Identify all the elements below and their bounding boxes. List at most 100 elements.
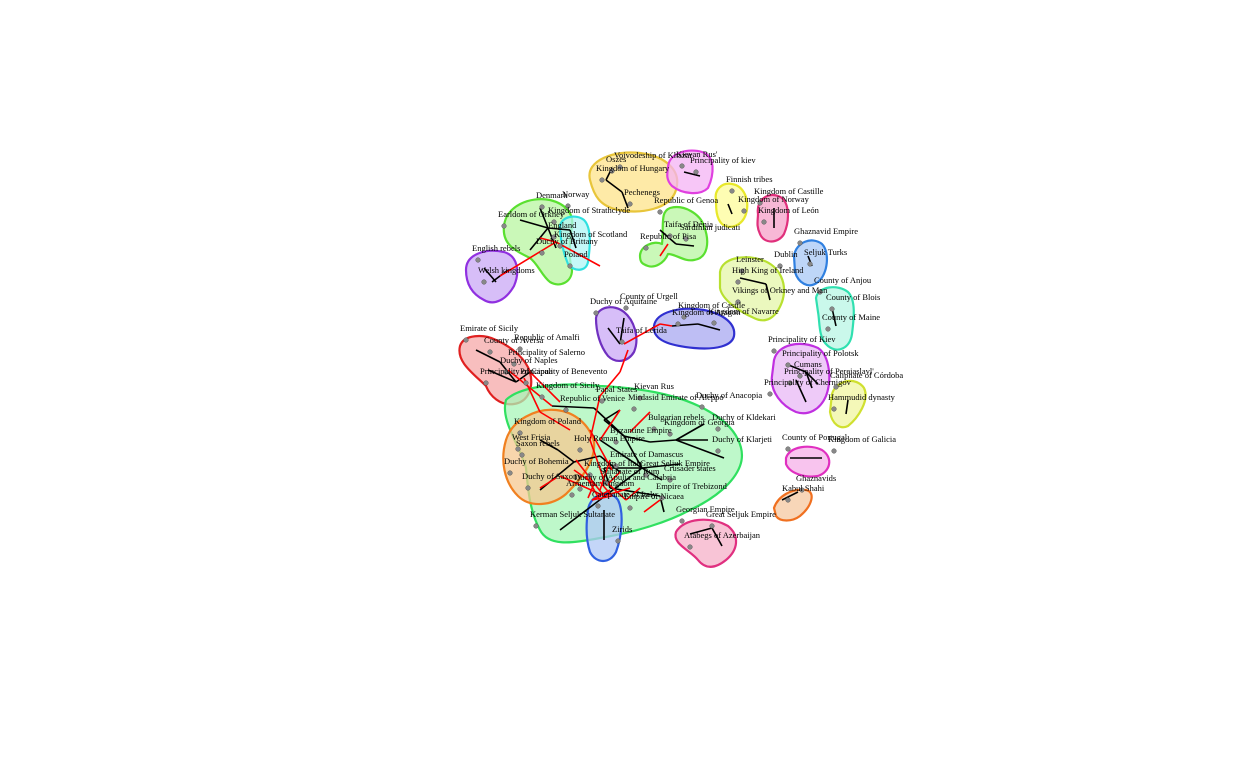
- node-county-of-urgell: [623, 305, 629, 311]
- node-label-dublin: Dublin: [774, 249, 798, 259]
- node-county-of-blois: [829, 306, 835, 312]
- node-kingdom-of-scotland: [557, 243, 563, 249]
- node-earldom-of-orkney: [501, 223, 507, 229]
- inter-cluster-edge-27: [599, 459, 611, 491]
- inter-cluster-edge-22: [591, 495, 613, 501]
- node-label-kingdom-of-hungary: Kingdom of Hungary: [596, 163, 670, 173]
- node-label-atabegs-of-azerbaijan: Atabegs of Azerbaijan: [684, 530, 761, 540]
- intra-cluster-edge-27: [487, 369, 517, 383]
- intra-cluster-edge-50: [603, 409, 621, 421]
- node-label-kabul-shahi: Kabul Shahi: [782, 483, 825, 493]
- node-duchy-of-kldekari: [715, 426, 721, 432]
- inter-cluster-edge-6: [623, 323, 661, 345]
- node-label-duchy-of-anacopia: Duchy of Anacopia: [696, 390, 762, 400]
- hull-cluster-genoa: [638, 206, 709, 268]
- inter-cluster-edge-32: [643, 499, 661, 513]
- node-label-ghaznavid-empire: Ghaznavid Empire: [794, 226, 858, 236]
- node-duchy-of-klarjeti: [715, 448, 721, 454]
- intra-cluster-edge-18: [765, 283, 771, 301]
- hull-cluster-ghaznavids: [772, 488, 813, 522]
- node-duchy-of-brittany: [539, 250, 545, 256]
- node-label-welsh-kingdoms: Welsh kingdoms: [478, 265, 535, 275]
- node-label-west-frisia: West Frisia: [512, 432, 550, 442]
- node-principality-of-chernigov: [767, 391, 773, 397]
- intra-cluster-edge-32: [805, 371, 813, 389]
- node-label-principality-of-kiev: Principality of Kiev: [768, 334, 836, 344]
- inter-cluster-edge-16: [589, 439, 605, 481]
- intra-cluster-edge-49: [603, 419, 625, 437]
- intra-cluster-edge-16: [675, 243, 695, 247]
- node-taifa-of-denia: [667, 233, 673, 239]
- node-atabegs-of-azerbaijan: [687, 544, 693, 550]
- node-label-duchy-of-naples: Duchy of Naples: [500, 355, 558, 365]
- node-county-of-portugal: [785, 446, 791, 452]
- node-duchy-of-saxony: [525, 485, 531, 491]
- node-zirids: [615, 538, 621, 544]
- node-label-seljuk-turks: Seljuk Turks: [804, 247, 847, 257]
- node-label-england: England: [548, 220, 577, 230]
- node-label-county-of-blois: County of Blois: [826, 292, 880, 302]
- node-label-bulgarian-rebels: Bulgarian rebels: [648, 412, 704, 422]
- node-republic-of-venice: [563, 407, 569, 413]
- intra-cluster-edge-22: [619, 317, 625, 345]
- hull-cluster-rus: [770, 342, 831, 415]
- node-label-holy-roman-empire: Holy Roman Empire: [574, 433, 645, 443]
- inter-cluster-edge-23: [591, 489, 611, 501]
- node-republic-of-pisa: [643, 245, 649, 251]
- hull-cluster-azerbaijan: [674, 518, 738, 568]
- node-georgian-empire: [679, 518, 685, 524]
- node-finnish-tribes: [729, 188, 735, 194]
- hull-cluster-portugal: [784, 445, 831, 478]
- intra-cluster-edge-2: [621, 191, 629, 209]
- node-kerman-seljuk-sultanate: [533, 523, 539, 529]
- node-ghaznavid-empire: [797, 240, 803, 246]
- node-label-mirdasid-emirate-of-aleppo: Mirdasid Emirate of Aleppo: [628, 392, 724, 402]
- node-hammudid-dynasty: [831, 406, 837, 412]
- intra-cluster-edge-41: [623, 435, 643, 469]
- node-label-caliphate-of-cordoba: Caliphate of Córdoba: [830, 370, 903, 380]
- inter-cluster-edge-19: [559, 475, 601, 495]
- node-welsh-kingdoms: [481, 279, 487, 285]
- node-label-county-of-urgell: County of Urgell: [620, 291, 679, 301]
- node-label-crusader-states: Crusader states: [664, 463, 716, 473]
- inter-cluster-edge-1: [499, 241, 557, 277]
- node-mirdasid-emirate-of-aleppo: [631, 406, 637, 412]
- node-label-earldom-of-orkney: Earldom of Orkney: [498, 209, 565, 219]
- intra-cluster-edge-28: [515, 371, 531, 383]
- node-dublin: [777, 263, 783, 269]
- node-label-taifa-of-lerida: Taifa of Lérida: [616, 325, 667, 335]
- node-label-armenian-kingdom: Armenian Kingdom: [566, 478, 635, 488]
- intra-cluster-edge-10: [529, 227, 549, 251]
- node-label-kievan-rus: Kievan Rus': [676, 149, 718, 159]
- node-kievan-rus: [679, 163, 685, 169]
- node-label-kingdom-of-galicia: Kingdom of Galicia: [828, 434, 896, 444]
- node-duchy-of-aquitaine: [593, 310, 599, 316]
- inter-cluster-edge-24: [573, 469, 595, 485]
- intra-cluster-edge-39: [675, 439, 725, 459]
- node-byzantine-empire: [613, 439, 619, 445]
- node-emirate-of-sicily: [463, 337, 469, 343]
- node-label-principality-of-polotsk: Principality of Polotsk: [782, 348, 859, 358]
- node-label-voivodeship-of-khazar: Voivodeship of Khazar: [614, 150, 692, 160]
- node-armenian-kingdom: [569, 492, 575, 498]
- node-label-hammudid-dynasty: Hammudid dynasty: [828, 392, 896, 402]
- intra-cluster-edge-42: [641, 463, 681, 469]
- inter-cluster-edge-2: [555, 241, 601, 267]
- inter-cluster-edge-4: [599, 371, 621, 397]
- node-principality-of-salerno: [511, 361, 517, 367]
- node-duchy-of-naples: [503, 369, 509, 375]
- hull-cluster-castile: [652, 307, 736, 350]
- node-pechenegs: [627, 201, 633, 207]
- node-emirate-of-damascus: [613, 463, 619, 469]
- node-kabul-shahi: [785, 497, 791, 503]
- node-principality-of-pereiaslavl: [787, 380, 793, 386]
- inter-cluster-edge-11: [507, 369, 553, 407]
- intra-cluster-edge-12: [569, 229, 577, 249]
- node-label-kingdom-of-castile: Kingdom of Castile: [678, 300, 745, 310]
- node-great-seljuk-empire: [643, 472, 649, 478]
- node-label-kerman-seljuk-sultanate: Kerman Seljuk Sultanate: [530, 509, 615, 519]
- inter-cluster-edge-13: [575, 459, 605, 497]
- node-sardinian-judicati: [683, 236, 689, 242]
- node-label-empire-of-nicaea: Empire of Nicaea: [624, 491, 684, 501]
